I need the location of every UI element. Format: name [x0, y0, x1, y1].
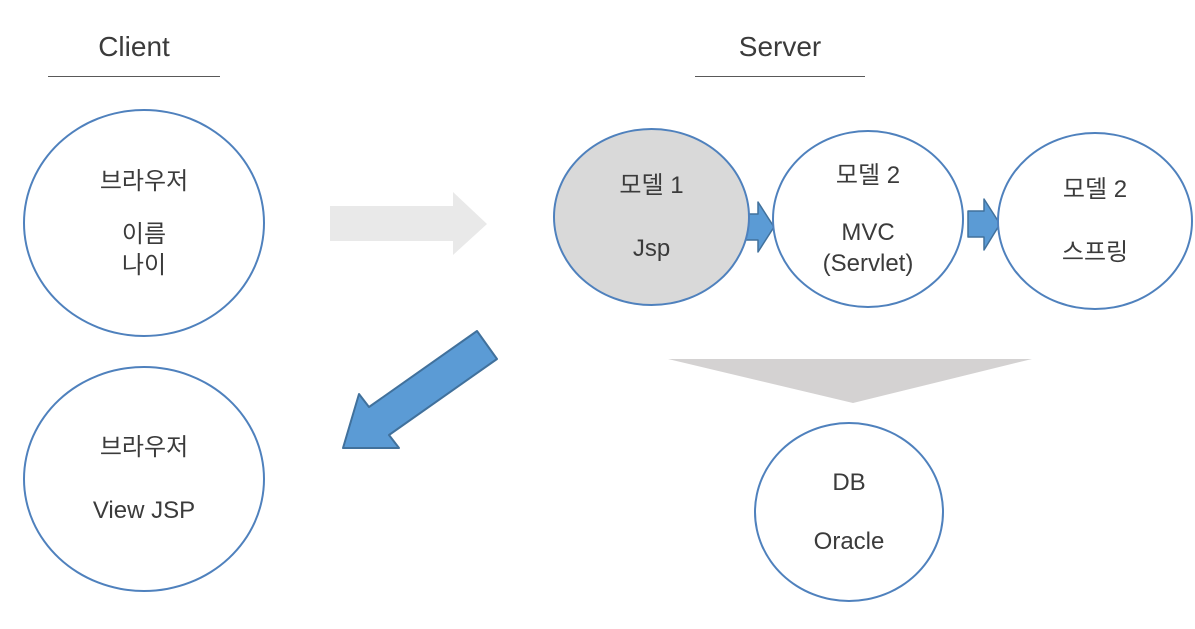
- node-line: Oracle: [813, 528, 885, 555]
- node-line: 모델 2: [835, 161, 901, 189]
- request-right-arrow-icon: [330, 192, 487, 255]
- node-line: (Servlet): [822, 249, 914, 277]
- server-model2-mvc-node: 모델 2 MVC (Servlet): [772, 130, 964, 308]
- node-line: 브라우저: [99, 434, 189, 461]
- flow-arrow-mvc-to-spring-icon: [967, 198, 1001, 251]
- db-oracle-node: DB Oracle: [754, 422, 944, 602]
- client-section-title: Client: [48, 30, 220, 77]
- client-browser-node: 브라우저 이름 나이: [23, 109, 265, 337]
- node-line: DB: [832, 469, 866, 496]
- server-model1-jsp-node: 모델 1 Jsp: [553, 128, 750, 306]
- node-line: 모델 2: [1062, 176, 1128, 203]
- node-line: 이름: [121, 220, 167, 248]
- db-merge-triangle-icon: [668, 359, 1032, 403]
- server-section-title: Server: [695, 30, 865, 77]
- node-line: MVC: [841, 218, 895, 246]
- client-view-jsp-node: 브라우저 View JSP: [23, 366, 265, 592]
- node-line: 나이: [121, 251, 167, 279]
- node-line: 모델 1: [619, 172, 684, 199]
- node-line: 브라우저: [99, 167, 189, 195]
- server-model2-spring-node: 모델 2 스프링: [997, 132, 1193, 310]
- node-line: View JSP: [92, 497, 196, 524]
- node-line: 스프링: [1061, 239, 1129, 266]
- response-down-left-arrow-icon: [342, 330, 498, 449]
- node-line: Jsp: [632, 235, 671, 262]
